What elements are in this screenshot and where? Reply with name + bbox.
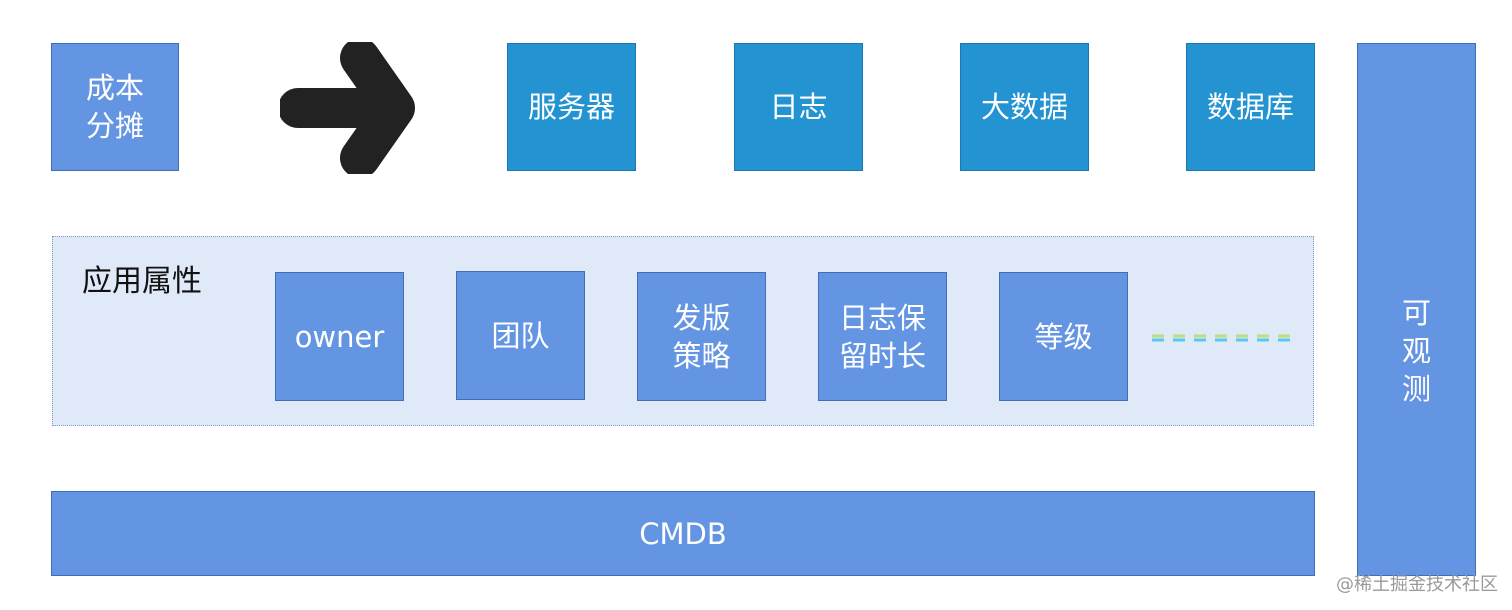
attribute-box-level: 等级 — [999, 272, 1128, 401]
observability-label: 可观测 — [1401, 296, 1431, 406]
attribute-label: owner — [294, 319, 385, 354]
resource-box-servers: 服务器 — [507, 43, 636, 171]
cost-allocation-box: 成本 分摊 — [51, 43, 179, 171]
watermark: @稀土掘金技术社区 — [1336, 574, 1498, 595]
attribute-box-release-strategy: 发版 策略 — [637, 272, 766, 401]
app-attributes-title: 应用属性 — [82, 264, 202, 299]
more-items-dashes — [1152, 334, 1290, 342]
resource-box-logs: 日志 — [734, 43, 863, 171]
attribute-label: 等级 — [1034, 319, 1093, 354]
attribute-box-team: 团队 — [456, 271, 585, 400]
attribute-label: 团队 — [491, 318, 550, 353]
cmdb-bar: CMDB — [51, 491, 1315, 576]
attribute-box-owner: owner — [275, 272, 404, 401]
observability-bar: 可观测 — [1357, 43, 1476, 576]
resource-box-bigdata: 大数据 — [960, 43, 1089, 171]
attribute-label: 发版 策略 — [672, 300, 731, 373]
attribute-box-log-retention: 日志保 留时长 — [818, 272, 947, 401]
resource-box-database: 数据库 — [1186, 43, 1315, 171]
cmdb-label: CMDB — [639, 516, 727, 551]
resource-label: 大数据 — [980, 90, 1068, 124]
cost-allocation-label: 成本 分摊 — [85, 71, 144, 143]
attribute-label: 日志保 留时长 — [838, 300, 926, 373]
resource-label: 日志 — [769, 90, 828, 124]
resource-label: 数据库 — [1206, 90, 1294, 124]
resource-label: 服务器 — [527, 90, 615, 124]
right-arrow-icon — [280, 42, 415, 174]
